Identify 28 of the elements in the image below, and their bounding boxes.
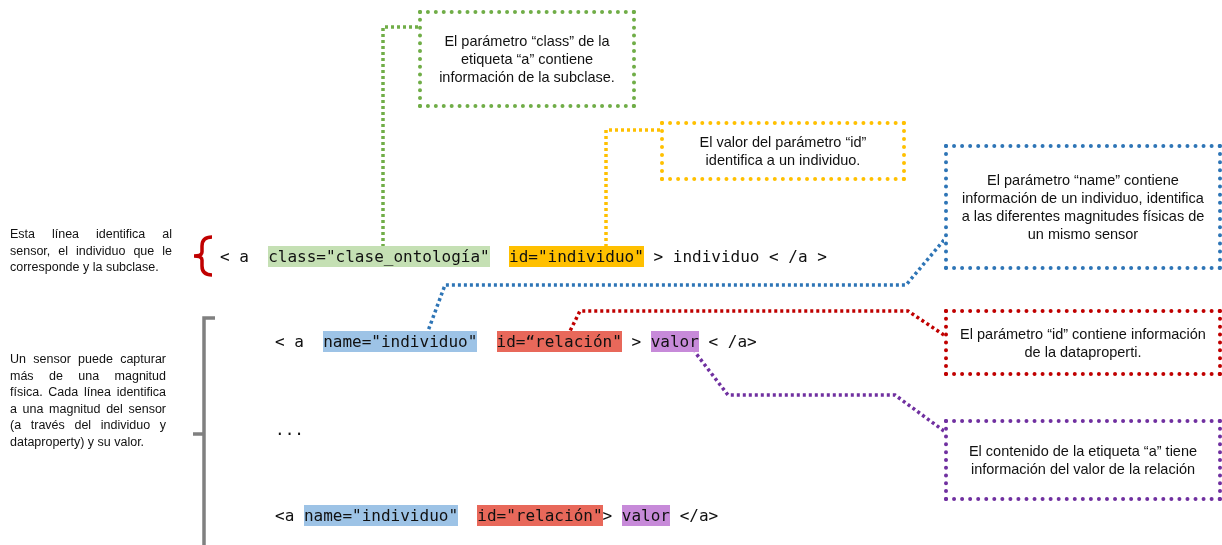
highlighted-code: valor [650, 331, 699, 352]
callout-box: El valor del parámetro “id” identifica a un individuo. [660, 121, 906, 181]
note-text: Esta línea identifica al sensor, el individuo que le corresponde y la subclase. [10, 226, 172, 276]
callout-box: El parámetro “name” contiene información de un individuo, identifica a las diferentes magnitudes físicas de un mismo sensor [944, 144, 1222, 270]
code-text: > [631, 332, 642, 351]
code-text: < /a> [708, 332, 757, 351]
code-text: < a [275, 332, 304, 351]
code-text: > individuo < /a > [653, 247, 827, 266]
code-text: </a> [679, 506, 719, 525]
highlighted-code: class="clase_ontología" [268, 246, 490, 267]
code-text: > [602, 506, 613, 525]
highlighted-code: id=“relación" [496, 331, 622, 352]
highlighted-code: id="relación" [477, 505, 603, 526]
callout-box: El contenido de la etiqueta “a” tiene información del valor de la relación [944, 419, 1222, 501]
callout-box: El parámetro “id” contiene información de la dataproperti. [944, 309, 1222, 376]
highlighted-code: valor [621, 505, 670, 526]
note-text: Un sensor puede capturar más de una magnitud física. Cada línea identifica a una magnitud del sensor (a través del individuo y dataproperty) y su valor. [10, 351, 166, 450]
leader-line [568, 309, 945, 337]
code-text: ... [275, 420, 304, 439]
highlighted-code: name="individuo" [323, 331, 478, 352]
leader-line [381, 25, 418, 246]
leader-line [426, 238, 946, 332]
code-text: < a [220, 247, 249, 266]
highlighted-code: name="individuo" [303, 505, 459, 526]
highlighted-code: id="individuo" [509, 246, 644, 267]
callout-box: El parámetro “class” de la etiqueta “a” contiene información de la subclase. [418, 10, 636, 108]
leader-line [604, 128, 660, 246]
code-text: <a [275, 506, 295, 525]
